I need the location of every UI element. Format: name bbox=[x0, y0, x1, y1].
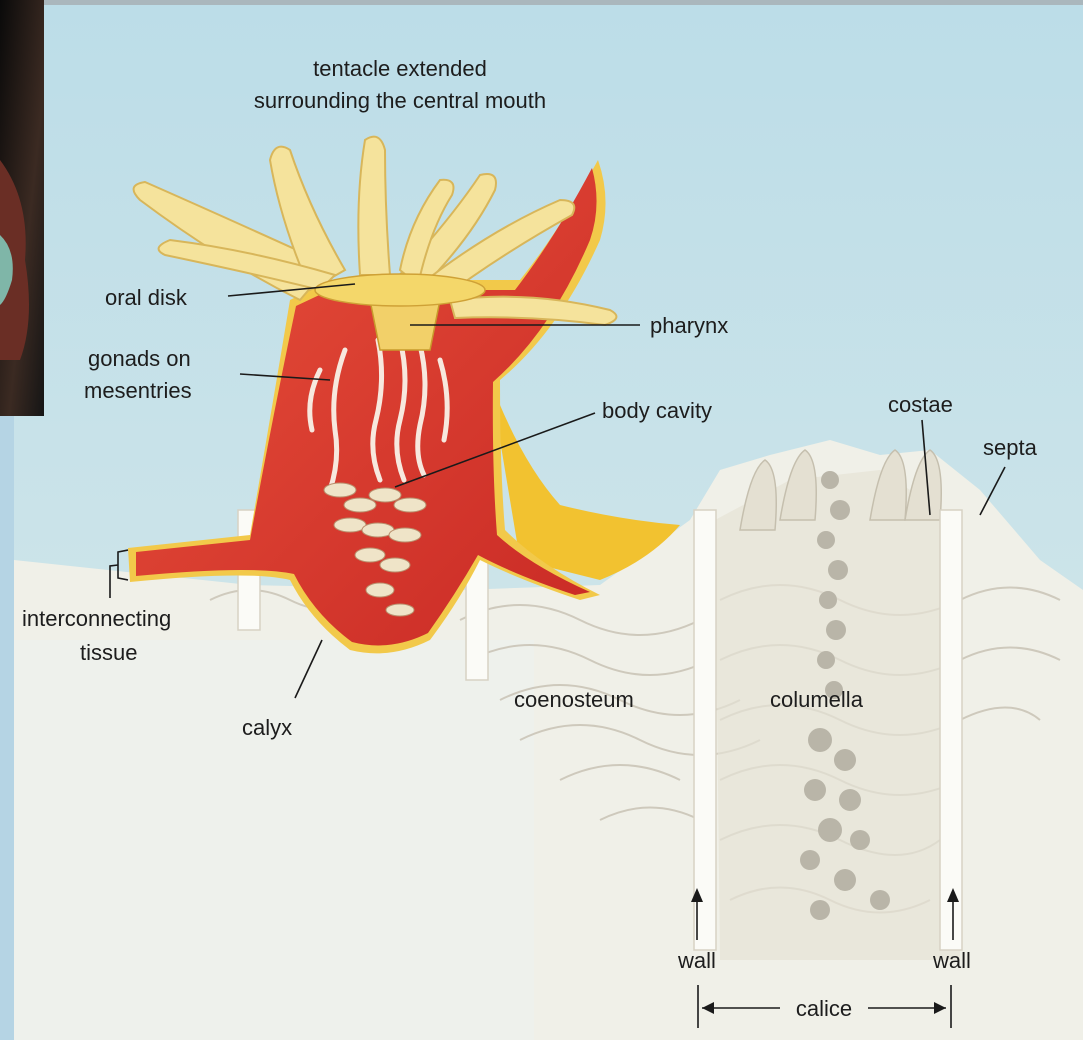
label-septa: septa bbox=[983, 435, 1038, 460]
label-costae: costae bbox=[888, 392, 953, 417]
label-gonads-line1: gonads on bbox=[88, 346, 191, 371]
label-wall-right: wall bbox=[932, 948, 971, 973]
label-tentacle-line1: tentacle extended bbox=[313, 56, 487, 81]
label-body-cavity: body cavity bbox=[602, 398, 712, 423]
label-oral-disk: oral disk bbox=[105, 285, 188, 310]
label-wall-left: wall bbox=[677, 948, 716, 973]
label-interconnecting-line1: interconnecting bbox=[22, 606, 171, 631]
label-coenosteum: coenosteum bbox=[514, 687, 634, 712]
wall-column-left bbox=[694, 510, 716, 950]
top-border bbox=[0, 0, 1083, 5]
left-edge bbox=[0, 416, 14, 1040]
label-tentacle-line2: surrounding the central mouth bbox=[254, 88, 546, 113]
label-pharynx: pharynx bbox=[650, 313, 728, 338]
label-columella: columella bbox=[770, 687, 864, 712]
pale-base bbox=[14, 640, 534, 1040]
label-calyx: calyx bbox=[242, 715, 292, 740]
oral-disk bbox=[315, 274, 485, 306]
label-calice: calice bbox=[796, 996, 852, 1021]
wall-column-right bbox=[940, 510, 962, 950]
label-gonads-line2: mesentries bbox=[84, 378, 192, 403]
label-interconnecting-line2: tissue bbox=[80, 640, 137, 665]
